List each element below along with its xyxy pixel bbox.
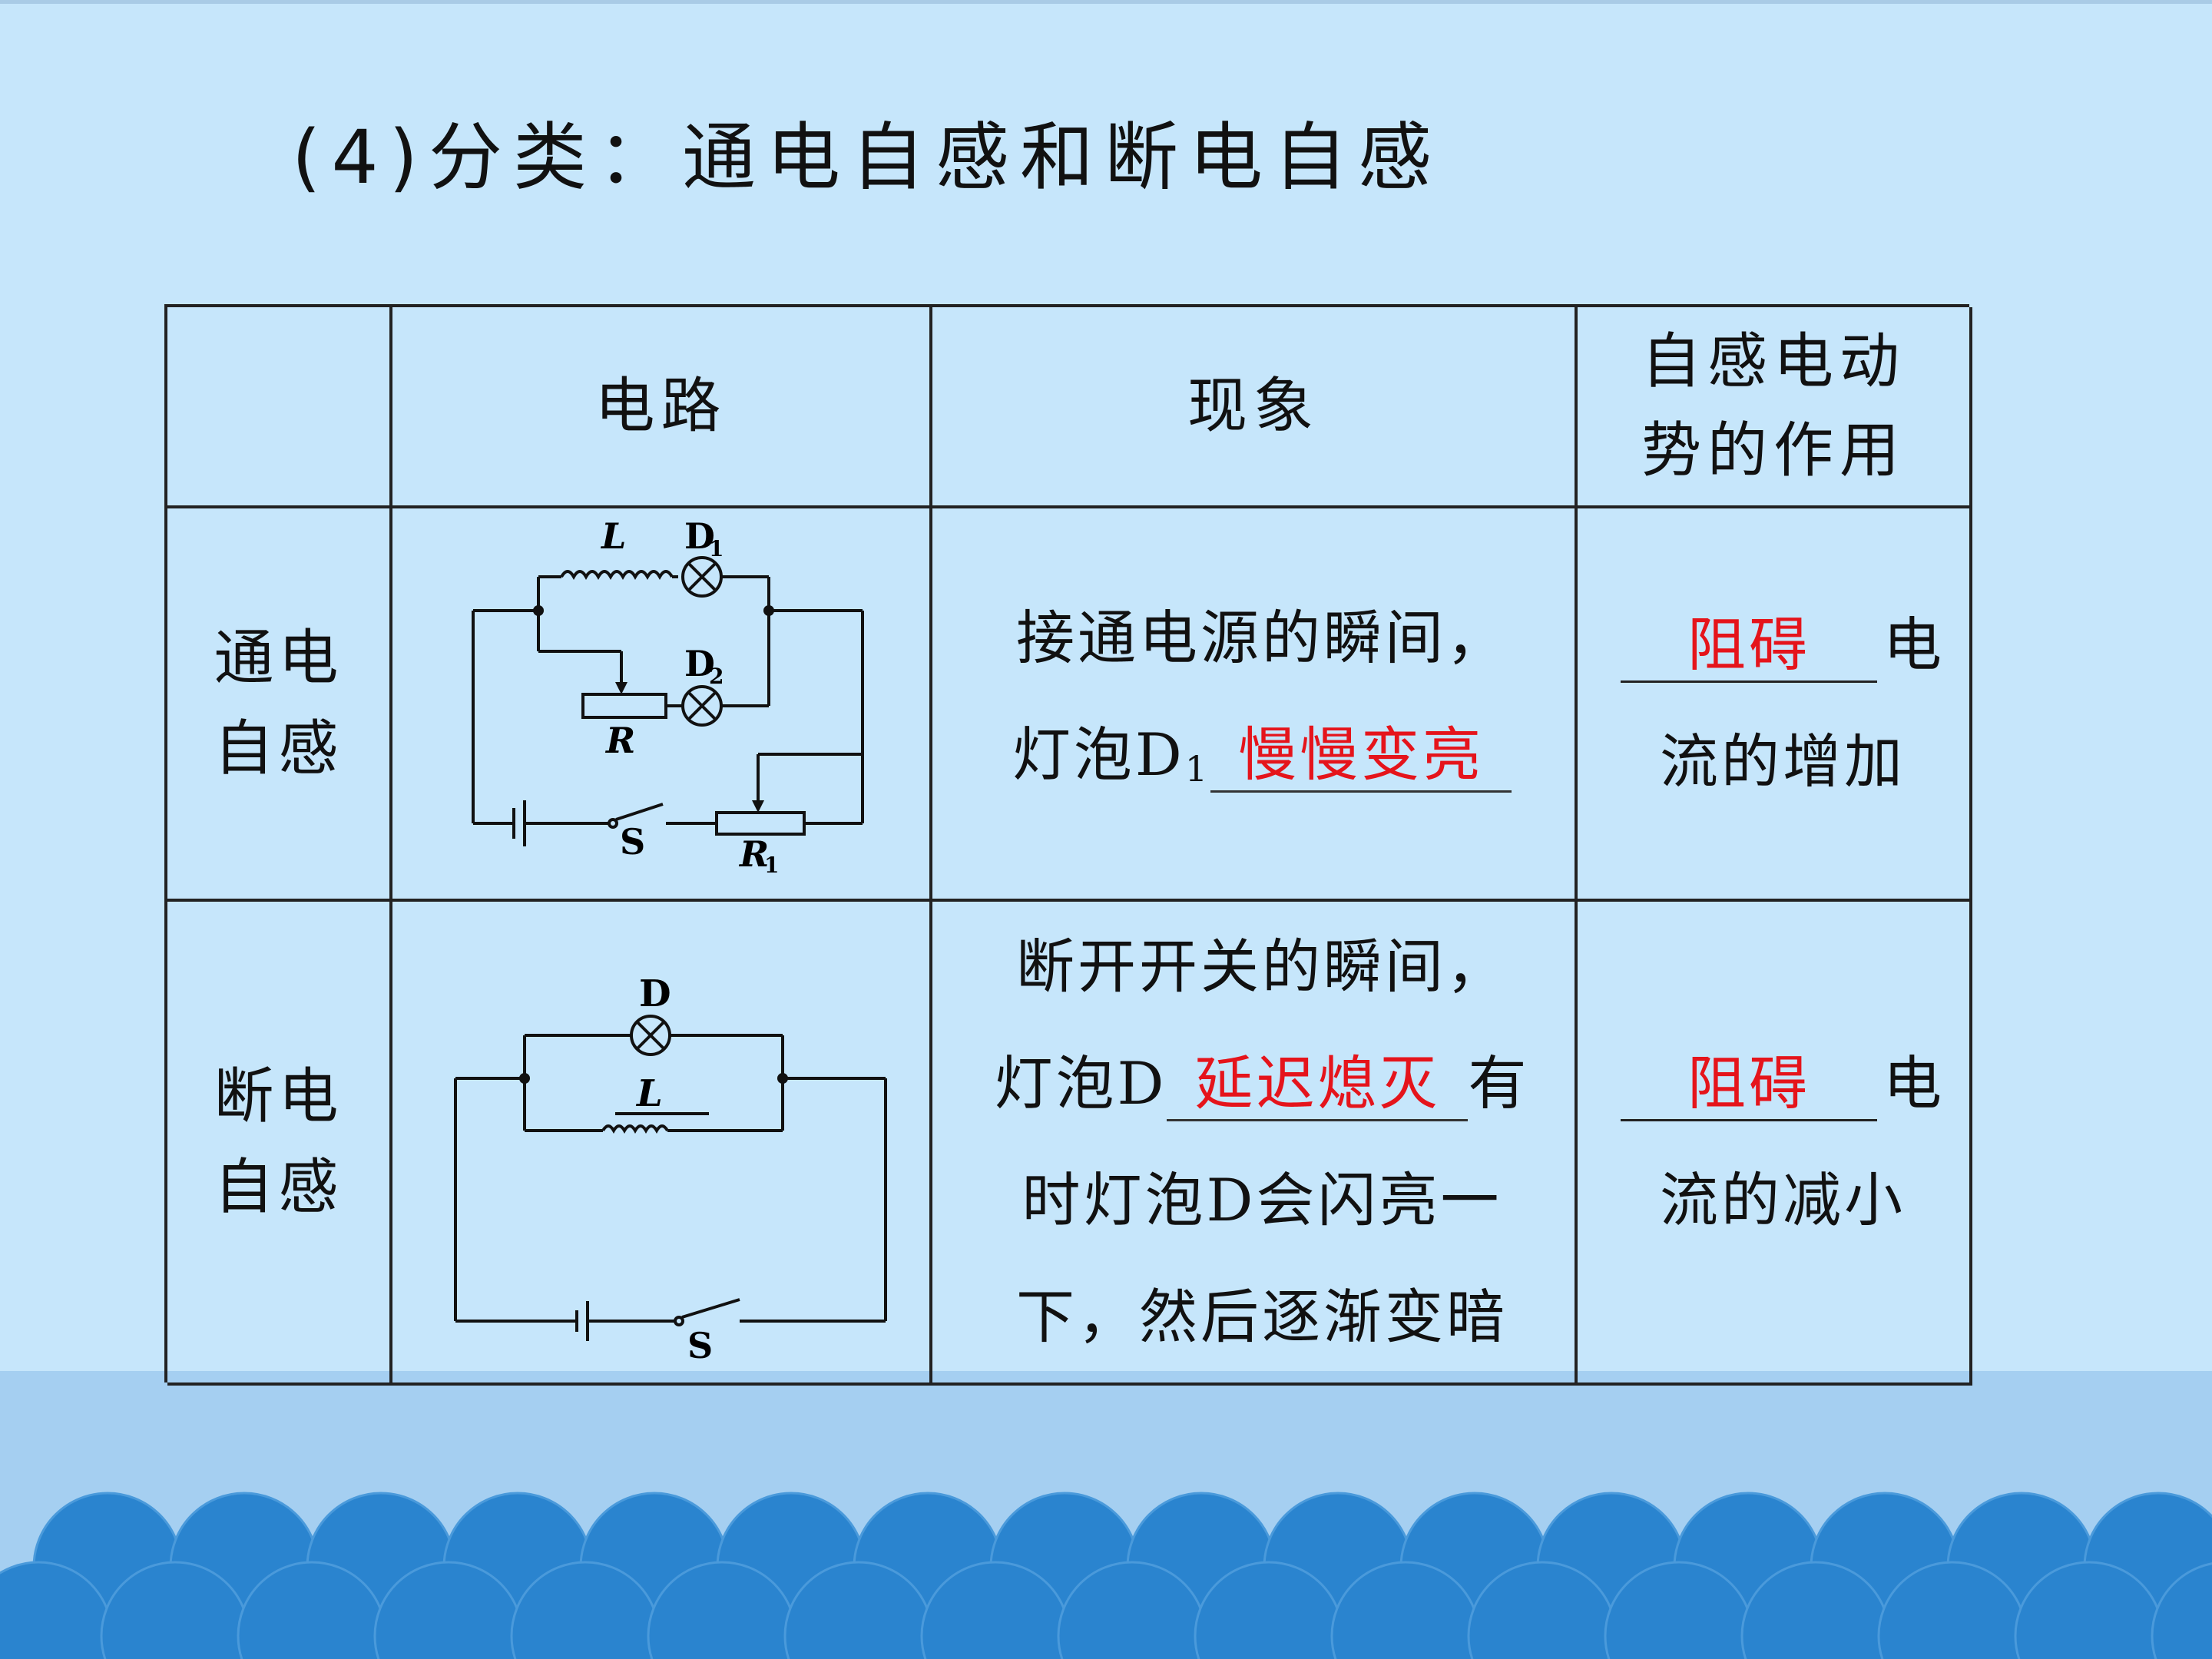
row-label-line2: 自感 [214, 1153, 343, 1222]
header-phenomenon-label: 现象 [1187, 372, 1320, 441]
page-title: (4)分类：通电自感和断电自感 [292, 114, 1442, 200]
circuit-power-off-cell: D L S [392, 902, 932, 1386]
effect-answer-blank: 阻碍 [1621, 610, 1877, 683]
header-circuit-label: 电路 [594, 372, 727, 441]
row-label-line2: 自感 [214, 714, 343, 783]
circuit-diagram-power-on: L D 1 D 2 R S R 1 [472, 515, 864, 878]
wave-arc [2151, 1562, 2212, 1659]
phenomenon-line: 下，然后逐渐变暗 [1016, 1283, 1508, 1351]
junction-dot [763, 605, 774, 616]
effect-line: 流的减小 [1660, 1166, 1906, 1234]
phenomenon-text: 灯泡D [994, 1049, 1167, 1118]
label-inductor: L [600, 515, 626, 557]
header-effect-line1: 自感电动 [1641, 327, 1906, 396]
label-lamp-d1-sub: 1 [709, 536, 724, 561]
row-label-power-off: 断电 自感 [167, 902, 392, 1386]
junction-dot [533, 605, 544, 616]
label-lamp-d1: D [684, 515, 715, 557]
label-rheostat-r: R [604, 720, 635, 761]
effect-power-on: 阻碍电 流的增加 [1578, 508, 1972, 902]
phenomenon-text: 有 [1468, 1049, 1530, 1118]
label-inductor: L [635, 1072, 663, 1115]
effect-answer-blank: 阻碍 [1621, 1048, 1877, 1121]
label-rheostat-r1: R [738, 833, 769, 875]
label-lamp-d: D [639, 972, 671, 1015]
label-rheostat-r1-sub: 1 [764, 853, 779, 878]
effect-text: 电 [1883, 1049, 1945, 1118]
answer-blank: 慢慢变亮 [1210, 720, 1512, 793]
row-label-power-on: 通电 自感 [167, 508, 392, 902]
answer-blank: 延迟熄灭 [1167, 1048, 1469, 1121]
label-switch: S [687, 1325, 713, 1366]
label-lamp-d2: D [684, 643, 715, 684]
effect-text: 电 [1883, 611, 1945, 679]
phenomenon-line: 接通电源的瞬间， [1016, 604, 1508, 672]
phenomenon-text: 灯泡D [1012, 720, 1185, 789]
phenomenon-subscript: 1 [1184, 748, 1211, 790]
effect-power-off: 阻碍电 流的减小 [1578, 902, 1972, 1386]
row-label-line1: 断电 [214, 1062, 343, 1131]
header-phenomenon: 现象 [932, 307, 1578, 508]
header-empty-cell [167, 307, 392, 508]
header-effect: 自感电动 势的作用 [1578, 307, 1972, 508]
label-switch: S [620, 821, 645, 863]
header-effect-line2: 势的作用 [1641, 416, 1906, 485]
header-circuit: 电路 [392, 307, 932, 508]
wave-decoration [0, 1492, 2212, 1659]
effect-line: 流的增加 [1660, 727, 1906, 796]
junction-dot [519, 1073, 530, 1084]
phenomenon-line: 时灯泡D会闪亮一 [1022, 1166, 1502, 1234]
circuit-diagram-power-off: D L S [454, 972, 887, 1366]
phenomenon-line: 断开开关的瞬间， [1016, 932, 1508, 1001]
row-label-line1: 通电 [214, 624, 343, 693]
top-border [0, 0, 2212, 4]
classification-table: 电路 现象 自感电动 势的作用 通电 自感 [164, 304, 1972, 1386]
label-lamp-d2-sub: 2 [709, 664, 724, 689]
circuit-power-on-cell: L D 1 D 2 R S R 1 [392, 508, 932, 902]
junction-dot [777, 1073, 788, 1084]
